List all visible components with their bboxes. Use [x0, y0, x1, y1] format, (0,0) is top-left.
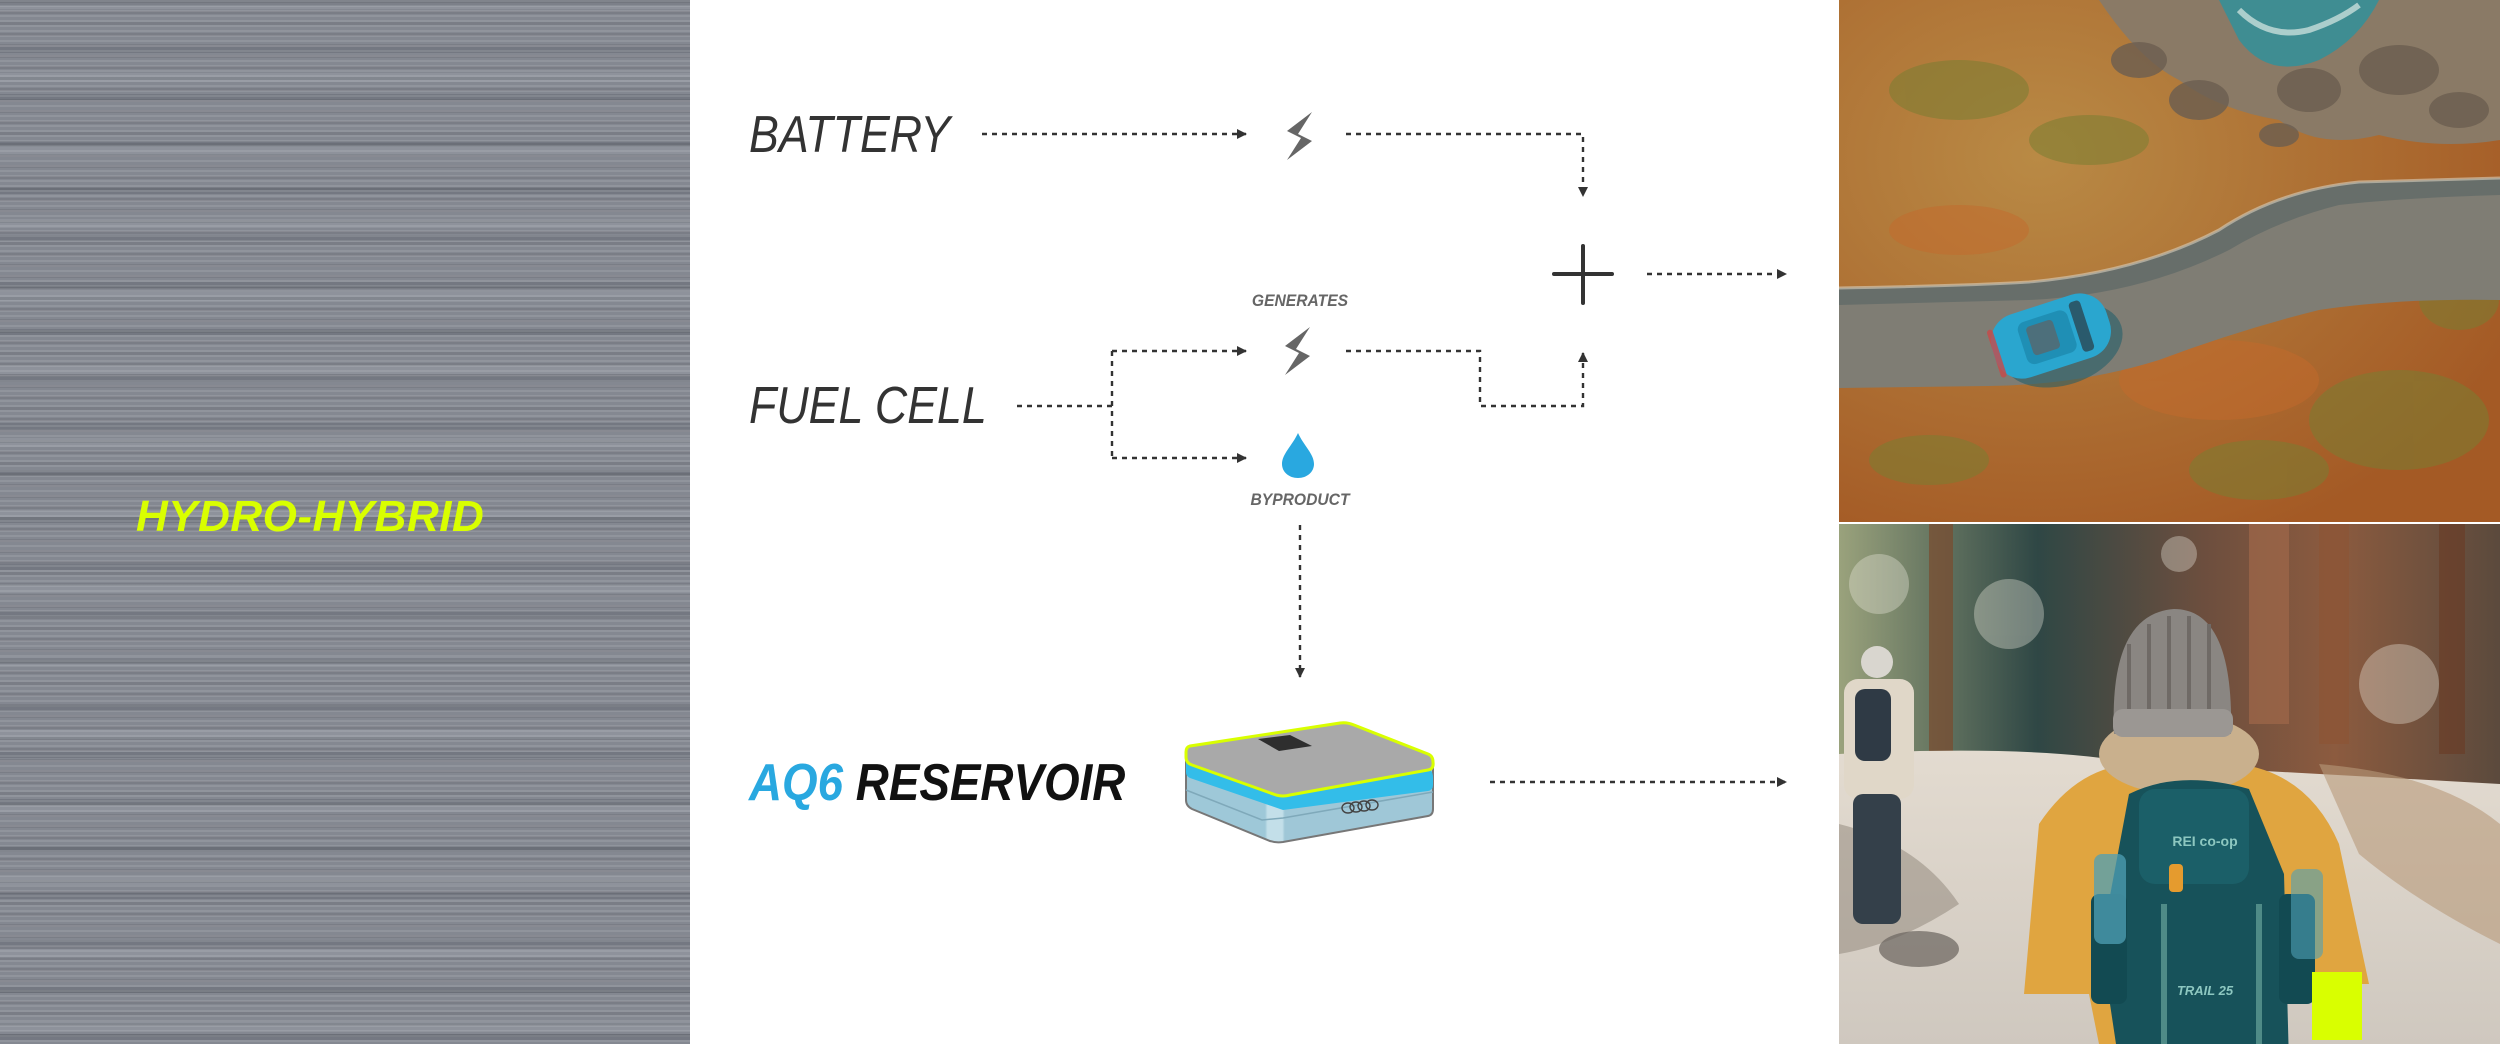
- backpack-model: TRAIL 25: [2177, 983, 2234, 998]
- reservoir-label-accent: AQ6: [749, 754, 844, 812]
- water-drop-icon: [1282, 433, 1314, 478]
- backpack-brand: REI co-op: [2172, 833, 2237, 849]
- blue-car: [1986, 293, 2123, 388]
- car-road-photo: [1839, 0, 2500, 522]
- fuel-cell-label: FUEL CELL: [749, 377, 987, 435]
- generates-label: GENERATES: [1251, 291, 1349, 310]
- hero-title: HYDRO-HYBRID: [136, 492, 485, 541]
- plus-icon: [1552, 244, 1614, 305]
- battery-label: BATTERY: [749, 106, 951, 164]
- hero-panel: HYDRO-HYBRID: [0, 0, 690, 1044]
- lightning-bolt-icon: [1285, 327, 1310, 375]
- lightning-bolt-icon: [1287, 112, 1312, 160]
- reservoir-label-text: RESERVOIR: [855, 754, 1126, 812]
- distant-hiker: [1844, 646, 1914, 924]
- hiker-trail-photo: REI co-op TRAIL 25: [1839, 524, 2500, 1044]
- reservoir-label: AQ6 RESERVOIR: [749, 757, 1125, 809]
- accent-block: [2312, 972, 2362, 1040]
- fuel-bolt-to-plus-arrow: [1346, 349, 1589, 408]
- aq6-reservoir-device-icon: [1184, 721, 1435, 844]
- main-hiker: REI co-op TRAIL 25: [2024, 609, 2369, 1044]
- battery-bolt-to-plus-arrow: [1346, 132, 1589, 198]
- byproduct-label: BYPRODUCT: [1250, 490, 1350, 509]
